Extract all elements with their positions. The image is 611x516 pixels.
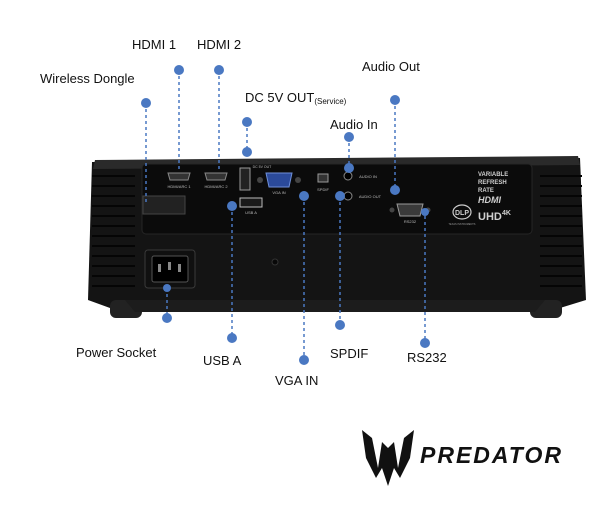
- dot-dc5v-port: [242, 147, 252, 157]
- dot-audio-out: [390, 95, 400, 105]
- predator-logo-mark: [362, 430, 414, 486]
- dot-hdmi1: [174, 65, 184, 75]
- rs232-port: RS232: [389, 203, 431, 224]
- label-dc5v-out-main: DC 5V OUT: [245, 90, 315, 105]
- audio-in-port: AUDIO IN: [343, 171, 377, 181]
- svg-text:RATE: RATE: [478, 188, 494, 194]
- dlp-logo: DLP TEXAS INSTRUMENTS: [449, 204, 476, 226]
- dot-audio-in: [344, 132, 354, 142]
- svg-text:AUDIO OUT: AUDIO OUT: [359, 194, 382, 199]
- label-power-socket: Power Socket: [76, 345, 157, 360]
- svg-text:SPDIF: SPDIF: [317, 187, 329, 192]
- dot-wireless-dongle: [141, 98, 151, 108]
- leader-dots: [141, 65, 430, 365]
- spdif-port: SPDIF: [317, 173, 329, 192]
- svg-text:HDMI/ARC 1: HDMI/ARC 1: [167, 184, 191, 189]
- dot-usb-port: [227, 201, 237, 211]
- dc5v-out-port: DC 5V OUT: [239, 165, 273, 191]
- dot-vga-port: [299, 191, 309, 201]
- hdmi-1-port: HDMI/ARC 1: [167, 172, 191, 189]
- usb-a-port: USB A: [239, 197, 263, 215]
- dot-hdmi2: [214, 65, 224, 75]
- label-vga-in: VGA IN: [275, 373, 319, 388]
- uhd-4k-logo: UHD 4K: [478, 210, 511, 223]
- svg-text:TEXAS INSTRUMENTS: TEXAS INSTRUMENTS: [449, 223, 476, 226]
- dot-audio-in-port: [344, 163, 354, 173]
- svg-text:VGA IN: VGA IN: [272, 190, 285, 195]
- svg-text:AUDIO IN: AUDIO IN: [359, 174, 377, 179]
- dot-spdif: [335, 320, 345, 330]
- svg-text:RS232: RS232: [404, 219, 417, 224]
- label-spdif: SPDIF: [330, 346, 369, 361]
- svg-text:USB A: USB A: [245, 210, 257, 215]
- svg-text:DLP: DLP: [455, 210, 469, 217]
- svg-text:HDMI/ARC 2: HDMI/ARC 2: [204, 184, 228, 189]
- dot-rs232-port: [421, 208, 429, 216]
- label-usb-a: USB A: [203, 353, 242, 368]
- vrr-badge: VARIABLE REFRESH RATE HDMI: [478, 172, 508, 205]
- dot-vga-in: [299, 355, 309, 365]
- dot-dc5v-out: [242, 117, 252, 127]
- vga-in-port: VGA IN: [257, 172, 301, 195]
- svg-text:UHD: UHD: [478, 211, 502, 223]
- label-wireless-dongle: Wireless Dongle: [40, 71, 135, 86]
- dot-spdif-port: [335, 191, 345, 201]
- label-audio-in: Audio In: [330, 117, 378, 132]
- dot-audio-out-port: [390, 185, 400, 195]
- dot-rs232: [420, 338, 430, 348]
- audio-out-port: AUDIO OUT: [343, 191, 382, 201]
- label-audio-out: Audio Out: [362, 59, 420, 74]
- label-hdmi-2: HDMI 2: [197, 37, 242, 52]
- label-dc5v-out: DC 5V OUT(Service): [245, 90, 347, 106]
- svg-text:REFRESH: REFRESH: [478, 180, 507, 186]
- label-rs232: RS232: [407, 350, 447, 365]
- dot-power-socket: [162, 313, 172, 323]
- label-hdmi-1: HDMI 1: [132, 37, 177, 52]
- label-dc5v-service: (Service): [314, 97, 347, 106]
- dot-power-port: [163, 284, 171, 292]
- screw-hole: [271, 258, 279, 266]
- power-socket: [144, 249, 196, 289]
- svg-text:HDMI: HDMI: [478, 195, 501, 205]
- svg-text:4K: 4K: [502, 210, 511, 217]
- hdmi-2-port: HDMI/ARC 2: [204, 172, 228, 189]
- dot-usb-a: [227, 333, 237, 343]
- wireless-dongle-slot: [142, 195, 186, 215]
- svg-text:DC 5V OUT: DC 5V OUT: [253, 165, 273, 169]
- svg-text:VARIABLE: VARIABLE: [478, 172, 508, 178]
- predator-wordmark: PREDATOR: [420, 442, 563, 468]
